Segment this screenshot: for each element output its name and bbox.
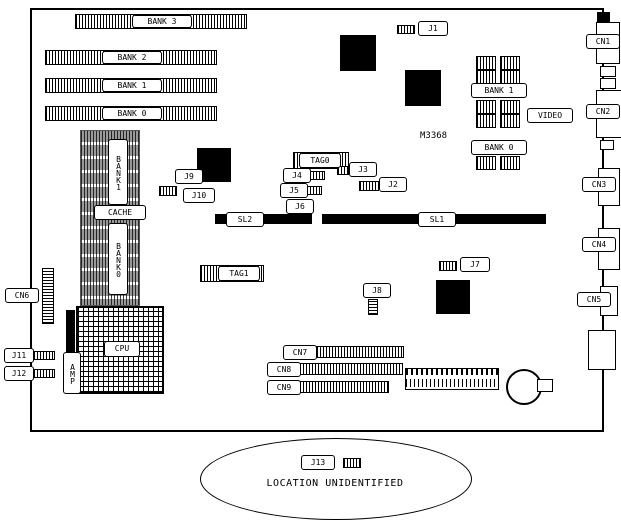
jumper-j9-label: J9 — [175, 169, 203, 184]
jumper-j7-label: J7 — [460, 257, 490, 272]
unidentified-location-oval — [200, 438, 472, 520]
jumper-j1-label: J1 — [418, 21, 448, 36]
slot-sl2-label: SL2 — [226, 212, 264, 227]
vram-chip — [500, 156, 520, 170]
cn4-label: CN4 — [582, 237, 616, 252]
vram-chip — [500, 70, 520, 84]
tag1-label: TAG1 — [218, 266, 260, 281]
bank0-label: BANK 0 — [102, 107, 162, 120]
jumper-j13-label: J13 — [301, 455, 335, 470]
jumper-j7-pins — [439, 261, 457, 271]
jumper-j6-label: J6 — [286, 199, 314, 214]
ic-chip-b — [405, 70, 441, 106]
vram-chip — [500, 100, 520, 114]
bank1-label: BANK 1 — [102, 79, 162, 92]
slot-sl1-label: SL1 — [418, 212, 456, 227]
tag0-label: TAG0 — [299, 153, 341, 168]
cn6-label: CN6 — [5, 288, 39, 303]
cpu-label: CPU — [104, 341, 140, 357]
board-outline — [30, 8, 604, 432]
cache-bank0-label: BANK0 — [108, 223, 128, 295]
jumper-j1-pins — [397, 25, 415, 34]
jumper-j11-pins — [33, 351, 55, 360]
ic-chip-d — [436, 280, 470, 314]
vram-chip — [476, 156, 496, 170]
jumper-j13-pins — [343, 458, 361, 468]
cn7-connector — [316, 346, 404, 358]
jumper-j2-label: J2 — [379, 177, 407, 192]
jumper-j9-pins — [159, 186, 177, 196]
chip-marking: M3368 — [420, 131, 448, 141]
jumper-j2-pins — [359, 181, 379, 191]
battery-clip — [537, 379, 553, 392]
vram-chip — [500, 56, 520, 70]
bank3-label: BANK 3 — [132, 15, 192, 28]
jumper-j4-label: J4 — [283, 168, 311, 183]
jumper-j12-label: J12 — [4, 366, 34, 381]
jumper-j12-pins — [33, 369, 55, 378]
vram-chip — [476, 114, 496, 128]
cpu-socket-lever — [66, 310, 75, 392]
jumper-j8-pins — [368, 299, 378, 315]
jumper-j10-label: J10 — [183, 188, 215, 203]
cn7-label: CN7 — [283, 345, 317, 360]
cpu-brand-label: AMP — [63, 352, 81, 394]
jumper-j3-pins — [337, 166, 349, 175]
cache-label: CACHE — [94, 205, 146, 220]
footer-note: LOCATION UNIDENTIFIED — [266, 478, 404, 489]
edge-port — [597, 12, 610, 24]
vram-chip — [476, 70, 496, 84]
cn3-label: CN3 — [582, 177, 616, 192]
cn9-label: CN9 — [267, 380, 301, 395]
ic-chip-a — [340, 35, 376, 71]
jumper-j4-pins — [309, 171, 325, 180]
edge-port — [600, 66, 616, 77]
cn6-connector — [42, 268, 54, 324]
pin-header-connector — [405, 368, 499, 390]
cn8-label: CN8 — [267, 362, 301, 377]
vram-chip — [476, 100, 496, 114]
jumper-j3-label: J3 — [349, 162, 377, 177]
edge-port — [600, 140, 614, 150]
video-label: VIDEO — [527, 108, 573, 123]
jumper-j5-pins — [306, 186, 322, 195]
vram-chip — [500, 114, 520, 128]
cn8-connector — [299, 363, 403, 375]
cn1-label: CN1 — [586, 34, 620, 49]
edge-port — [600, 78, 616, 89]
vram-bank0-label: BANK 0 — [471, 140, 527, 155]
jumper-j5-label: J5 — [280, 183, 308, 198]
cn5-label: CN5 — [577, 292, 611, 307]
cn9-connector — [299, 381, 389, 393]
vram-bank1-label: BANK 1 — [471, 83, 527, 98]
cache-bank1-label: BANK1 — [108, 139, 128, 205]
jumper-j8-label: J8 — [363, 283, 391, 298]
cn2-label: CN2 — [586, 104, 620, 119]
vram-chip — [476, 56, 496, 70]
edge-port — [588, 330, 616, 370]
jumper-j11-label: J11 — [4, 348, 34, 363]
bank2-label: BANK 2 — [102, 51, 162, 64]
